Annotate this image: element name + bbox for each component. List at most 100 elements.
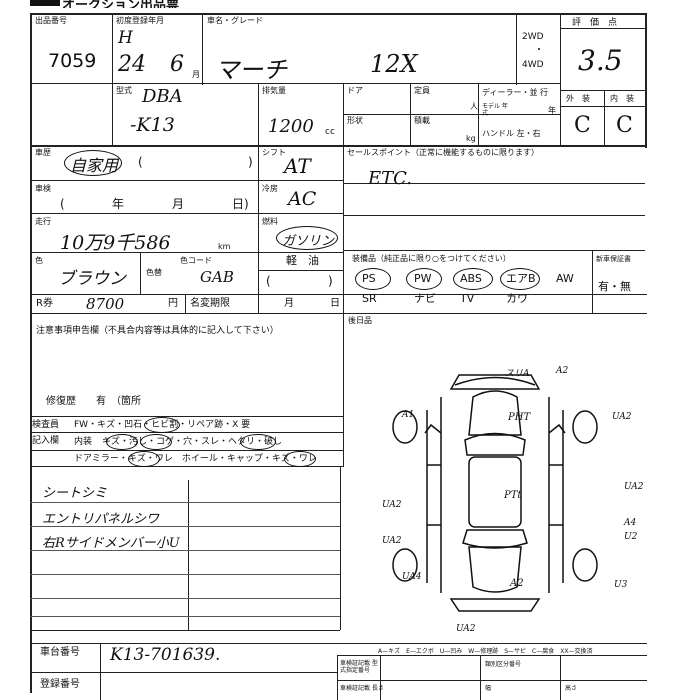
fuel-label: 燃料 xyxy=(262,217,278,226)
remark-3: 右Rサイドメンバー小U xyxy=(42,536,180,551)
cc-value: 1200 xyxy=(268,116,314,137)
seats-label: 定員 xyxy=(414,86,430,95)
equip-sr: SR xyxy=(362,292,377,305)
recycle-unit: 円 xyxy=(168,298,178,309)
shift-label: シフト xyxy=(262,148,286,157)
inspection-month: 月 xyxy=(172,197,185,211)
check-circle-f xyxy=(284,451,316,467)
shift-value: AT xyxy=(284,154,311,178)
check-circle-d xyxy=(240,434,276,450)
drive-2wd-label: 2WD xyxy=(522,32,544,42)
equipment-label: 装備品（純正品に限り○をつけてください） xyxy=(352,254,511,263)
inspection-label: 車検 xyxy=(35,184,51,193)
dealer-label: ディーラー・並 行 xyxy=(482,88,548,97)
mileage-value: 10万9千586 xyxy=(60,232,171,254)
month-value: 6 xyxy=(170,52,184,77)
check-row-2: キズ・汚し・コゲ・穴・スレ・ヘタリ・破し xyxy=(102,437,283,447)
after-label: 後日品 xyxy=(348,316,372,325)
mark-14: U3 xyxy=(614,580,628,590)
equip-leather: カワ xyxy=(506,292,528,305)
history-circle xyxy=(64,150,122,176)
header-title: オークション出品票 xyxy=(62,0,180,8)
mark-3: A1 xyxy=(402,410,415,420)
small-label-1: 車検証記載 型式指定番号 xyxy=(340,660,378,674)
checker-label-2: 記入欄 xyxy=(32,436,60,446)
repair-label: 修復歴 有 （箇所 xyxy=(46,396,141,407)
warranty-label: 新車保証書 xyxy=(596,255,631,263)
sales-point-label: セールスポイント（正常に機能するものに限ります） xyxy=(347,148,539,157)
load-unit: kg xyxy=(466,134,476,143)
exterior-grade: C xyxy=(574,113,591,138)
history-paren-open: ( xyxy=(138,155,143,169)
recycle-value: 8700 xyxy=(86,295,125,313)
mark-12: U2 xyxy=(624,532,638,542)
year-unit: 年 xyxy=(548,106,556,115)
check-circle-c xyxy=(140,434,172,450)
equip-aw: AW xyxy=(556,272,574,285)
equip-navi: ナビ xyxy=(414,292,436,305)
inspection-year: 年 xyxy=(112,197,125,211)
small-label-2: 類別区分番号 xyxy=(485,661,522,668)
chassis-value: K13-701639. xyxy=(110,645,221,665)
car-name-value: マーチ xyxy=(215,56,287,84)
check-row-3: ドアミラー・キズ・ワレ ホイール・キャップ・キズ・ワレ xyxy=(74,454,317,464)
color-code-label: 色コード xyxy=(180,256,212,265)
color-code-value: GAB xyxy=(200,268,234,286)
handle-label: ハンドル 左・右 xyxy=(482,129,541,138)
model-line2: -K13 xyxy=(130,114,175,136)
remark-2: エントリパネルシワ xyxy=(42,512,160,527)
mark-5: PHT xyxy=(508,412,531,423)
chassis-label: 車台番号 xyxy=(40,647,80,658)
mark-2: A2 xyxy=(556,366,569,376)
color-change-label: 色替 xyxy=(146,268,162,277)
mark-15: UA2 xyxy=(456,624,476,634)
cc-label: 排気量 xyxy=(262,86,286,95)
small-label-5: 高さ xyxy=(565,685,578,692)
history-paren-close: ) xyxy=(248,155,253,169)
equip-tv: TV xyxy=(460,292,475,305)
mark-8: UA2 xyxy=(382,500,402,510)
small-label-3: 車検証記載 長さ xyxy=(340,685,384,692)
score-value: 3.5 xyxy=(578,44,623,77)
month-unit: 月 xyxy=(192,70,200,79)
mark-6: UA2 xyxy=(624,482,644,492)
remark-1: シートシミ xyxy=(42,486,108,501)
lot-number: 7059 xyxy=(48,50,97,72)
inspection-paren: ( xyxy=(60,197,65,211)
interior-label: 内 装 xyxy=(610,94,634,103)
body-color-label: 色 xyxy=(35,256,43,265)
exterior-label: 外 装 xyxy=(566,94,590,103)
check-circle-b xyxy=(106,434,138,450)
door-label: ドア xyxy=(347,86,363,95)
name-change-month: 月 xyxy=(284,298,294,309)
model-label: 型式 xyxy=(116,86,132,95)
mark-4: UA2 xyxy=(612,412,632,422)
fuel-gas-circle xyxy=(276,226,338,250)
mark-10: UA4 xyxy=(402,572,422,582)
mark-1: スリA xyxy=(505,369,530,379)
car-damage-diagram xyxy=(392,374,598,612)
small-label-4: 幅 xyxy=(485,685,492,692)
first-reg-label: 初度登録年月 xyxy=(116,16,164,25)
check-circle-a xyxy=(144,417,180,433)
name-change-day: 日 xyxy=(330,298,340,309)
interior-grade: C xyxy=(616,113,633,138)
check-row-2-prefix: 内装 xyxy=(74,437,93,447)
check-circle-e xyxy=(128,451,160,467)
mileage-unit: km xyxy=(218,242,231,251)
header-logo-block xyxy=(30,0,60,6)
remarks-area: シートシミ エントリパネルシワ 右Rサイドメンバー小U xyxy=(30,482,340,630)
equip-abs-circle xyxy=(453,268,493,290)
notes-label: 注意事項申告欄（不具合内容等は具体的に記入して下さい） xyxy=(36,326,279,336)
fuel-paren-open: ( xyxy=(266,274,271,288)
body-color-value: ブラウン xyxy=(58,269,126,289)
fuel-diesel: 軽 油 xyxy=(286,254,319,267)
fuel-paren-close: ) xyxy=(328,274,333,288)
inspection-day: 日) xyxy=(232,197,249,211)
grade-value: 12X xyxy=(370,50,418,78)
mark-11: A4 xyxy=(624,518,637,528)
equip-airbag-circle xyxy=(500,268,540,290)
history-label: 車歴 xyxy=(35,148,51,157)
mark-13: A2 xyxy=(510,578,524,589)
seats-unit: 人 xyxy=(470,102,478,111)
